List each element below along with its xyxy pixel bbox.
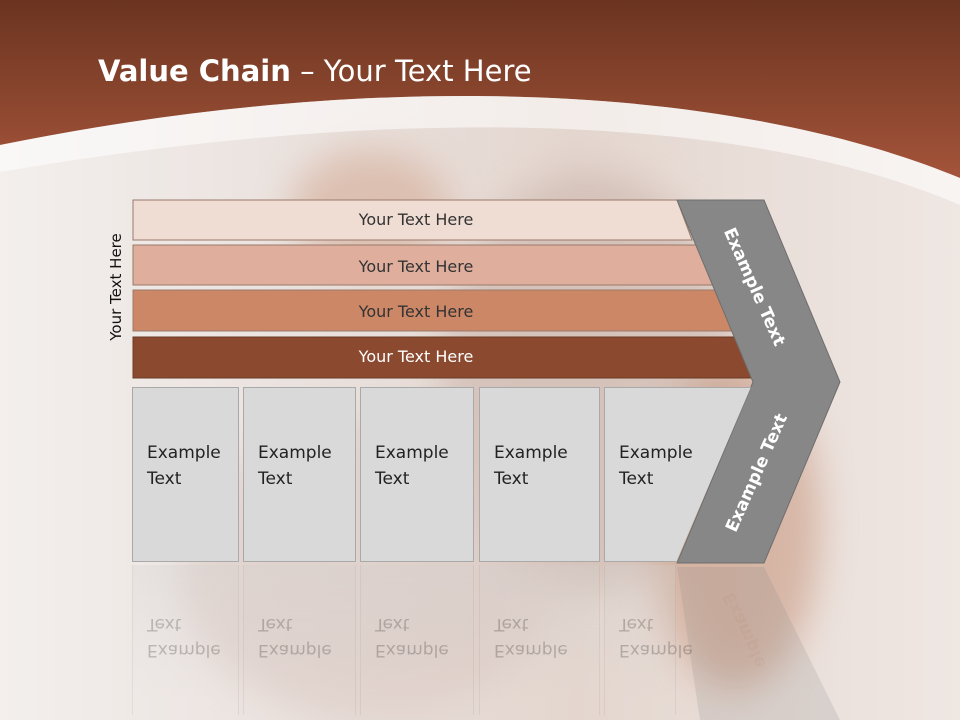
header-band xyxy=(0,0,960,178)
bar-1 xyxy=(132,199,693,241)
vertical-side-label: Your Text Here xyxy=(107,233,125,341)
header-swoosh xyxy=(0,95,960,205)
bar-group: Your Text Here Your Text Here Your Text … xyxy=(132,199,764,379)
bar-label-4: Your Text Here xyxy=(358,347,474,366)
chevron-arrow xyxy=(676,199,841,564)
bar-label-3: Your Text Here xyxy=(358,302,474,321)
chevron-reflection: Example xyxy=(677,567,840,720)
title-rest: – Your Text Here xyxy=(290,54,532,88)
title-bold: Value Chain xyxy=(98,54,291,88)
bar-label-1: Your Text Here xyxy=(358,210,474,229)
bar-label-2: Your Text Here xyxy=(358,257,474,276)
slide-title: Value Chain – Your Text Here xyxy=(98,54,532,88)
